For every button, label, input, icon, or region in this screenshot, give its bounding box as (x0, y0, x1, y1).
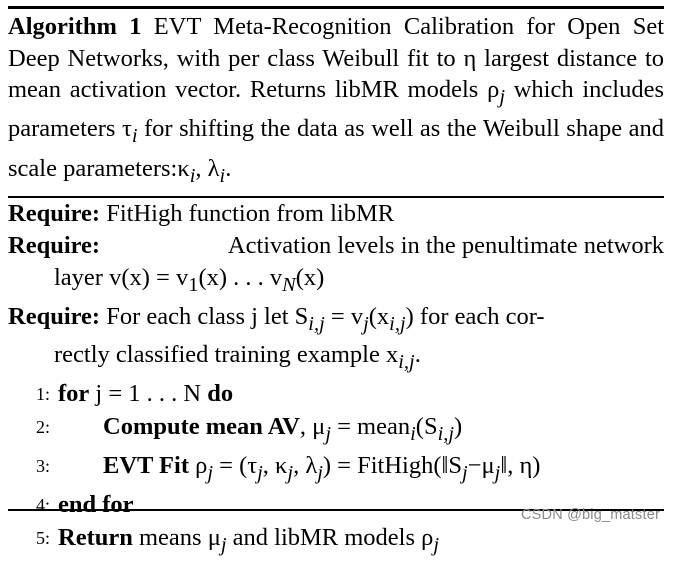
caption-sub-j: j (499, 85, 505, 108)
step-text-4: , λ (293, 452, 318, 480)
sub-1: 1 (188, 273, 199, 296)
sub-ij: i,j (437, 423, 455, 446)
step-text-4: ) (454, 413, 463, 441)
require-keyword: Require: (8, 199, 101, 227)
require-text-2: = v (324, 302, 364, 330)
caption-sub-i-2: i (189, 164, 196, 187)
middle-rule (8, 196, 664, 198)
sub-j: j (325, 423, 331, 446)
sub-j: j (207, 462, 214, 485)
watermark: CSDN @big_matster (521, 507, 660, 523)
require-text-4: ) for each cor- (405, 302, 545, 330)
algorithm-label: Algorithm 1 (8, 13, 142, 40)
algorithm-block: Algorithm 1 EVT Meta-Recognition Calibra… (8, 6, 664, 561)
step-text-2: and libMR models ρ (226, 524, 434, 552)
sub-j-4: j (317, 462, 323, 485)
require-text-cont-3: (x) (295, 263, 325, 291)
step-text: j = 1 . . . N (89, 380, 208, 408)
caption-text-4: , λ (195, 154, 220, 182)
caption-text: EVT Meta-Recognition Calibration for Ope… (8, 13, 665, 103)
algorithm-caption: Algorithm 1 EVT Meta-Recognition Calibra… (8, 11, 664, 192)
step-4: 4: end for (8, 489, 664, 522)
step-text: means μ (132, 524, 221, 552)
require-text: Activation levels in the penultimate net… (227, 231, 664, 259)
require-text-6: . (414, 341, 421, 369)
require-line-3-cont: rectly classified training example xi,j. (8, 339, 664, 378)
sub-j: j (363, 312, 369, 335)
require-line-2: Require: Activation levels in the penult… (8, 230, 664, 262)
sub-j-3: j (287, 462, 294, 485)
step-text-3: , κ (262, 452, 288, 480)
step-3: 3:EVT Fit ρj = (τj, κj, λj) = FitHigh(‖S… (8, 450, 664, 489)
step-keyword: Compute mean AV (103, 413, 300, 441)
require-text-3: (x (368, 302, 390, 330)
require-line-2-cont: layer v(x) = v1(x) . . . vN(x) (8, 262, 664, 301)
require-text-5: rectly classified training example x (54, 341, 399, 369)
sub-ij-3: i,j (398, 351, 415, 374)
step-text: , μ (299, 413, 326, 441)
step-text-3: (S (415, 413, 438, 441)
step-text: ρ (189, 452, 208, 480)
bottom-rule (8, 509, 664, 511)
sub-n: N (282, 273, 296, 296)
caption-text-3: for shifting the data as well as the Wei… (8, 115, 664, 182)
caption-sub-i-3: i (219, 164, 226, 187)
caption-text-2: which includes parameters τ (8, 76, 664, 143)
step-keyword: end for (58, 491, 134, 519)
step-text-2: = mean (330, 413, 411, 441)
step-number: 2: (35, 417, 50, 438)
step-text-7: ‖, η) (500, 452, 541, 480)
sub-j-6: j (494, 462, 501, 485)
sub-i: i (410, 423, 416, 446)
step-keyword: for (58, 380, 90, 408)
sub-j-2: j (257, 462, 263, 485)
require-keyword: Require: (8, 302, 101, 330)
sub-j-2: j (433, 534, 440, 557)
require-text-cont-2: (x) . . . v (198, 263, 283, 291)
step-text-2: = (τ (213, 452, 258, 480)
sub-j-5: j (462, 462, 468, 485)
require-keyword: Require: (8, 231, 101, 259)
step-keyword: EVT Fit (103, 452, 189, 480)
step-number: 1: (35, 384, 50, 405)
step-text-5: ) = FitHigh(‖S (322, 452, 463, 480)
require-line-3: Require: For each class j let Si,j = vj(… (8, 301, 664, 340)
step-number: 4: (35, 495, 50, 516)
step-1: 1: for j = 1 . . . N do (8, 378, 664, 411)
step-number: 5: (35, 528, 50, 549)
step-number: 3: (35, 456, 50, 477)
step-5: 5:Return means μj and libMR models ρj (8, 522, 664, 561)
step-2: 2: Compute mean AV, μj = meani(Si,j) (8, 411, 664, 450)
require-line-1: Require: FitHigh function from libMR (8, 198, 664, 230)
require-text-cont: layer v(x) = v (54, 263, 189, 291)
require-text: For each class j let S (106, 302, 309, 330)
step-text-6: −μ (467, 452, 495, 480)
caption-end: . (225, 154, 232, 182)
step-keyword-2: do (207, 380, 234, 408)
require-text: FitHigh function from libMR (106, 199, 395, 227)
step-keyword: Return (58, 524, 133, 552)
sub-ij-2: i,j (389, 312, 406, 335)
caption-sub-i: i (131, 125, 138, 148)
sub-ij: i,j (308, 312, 325, 335)
top-rule (8, 6, 664, 9)
